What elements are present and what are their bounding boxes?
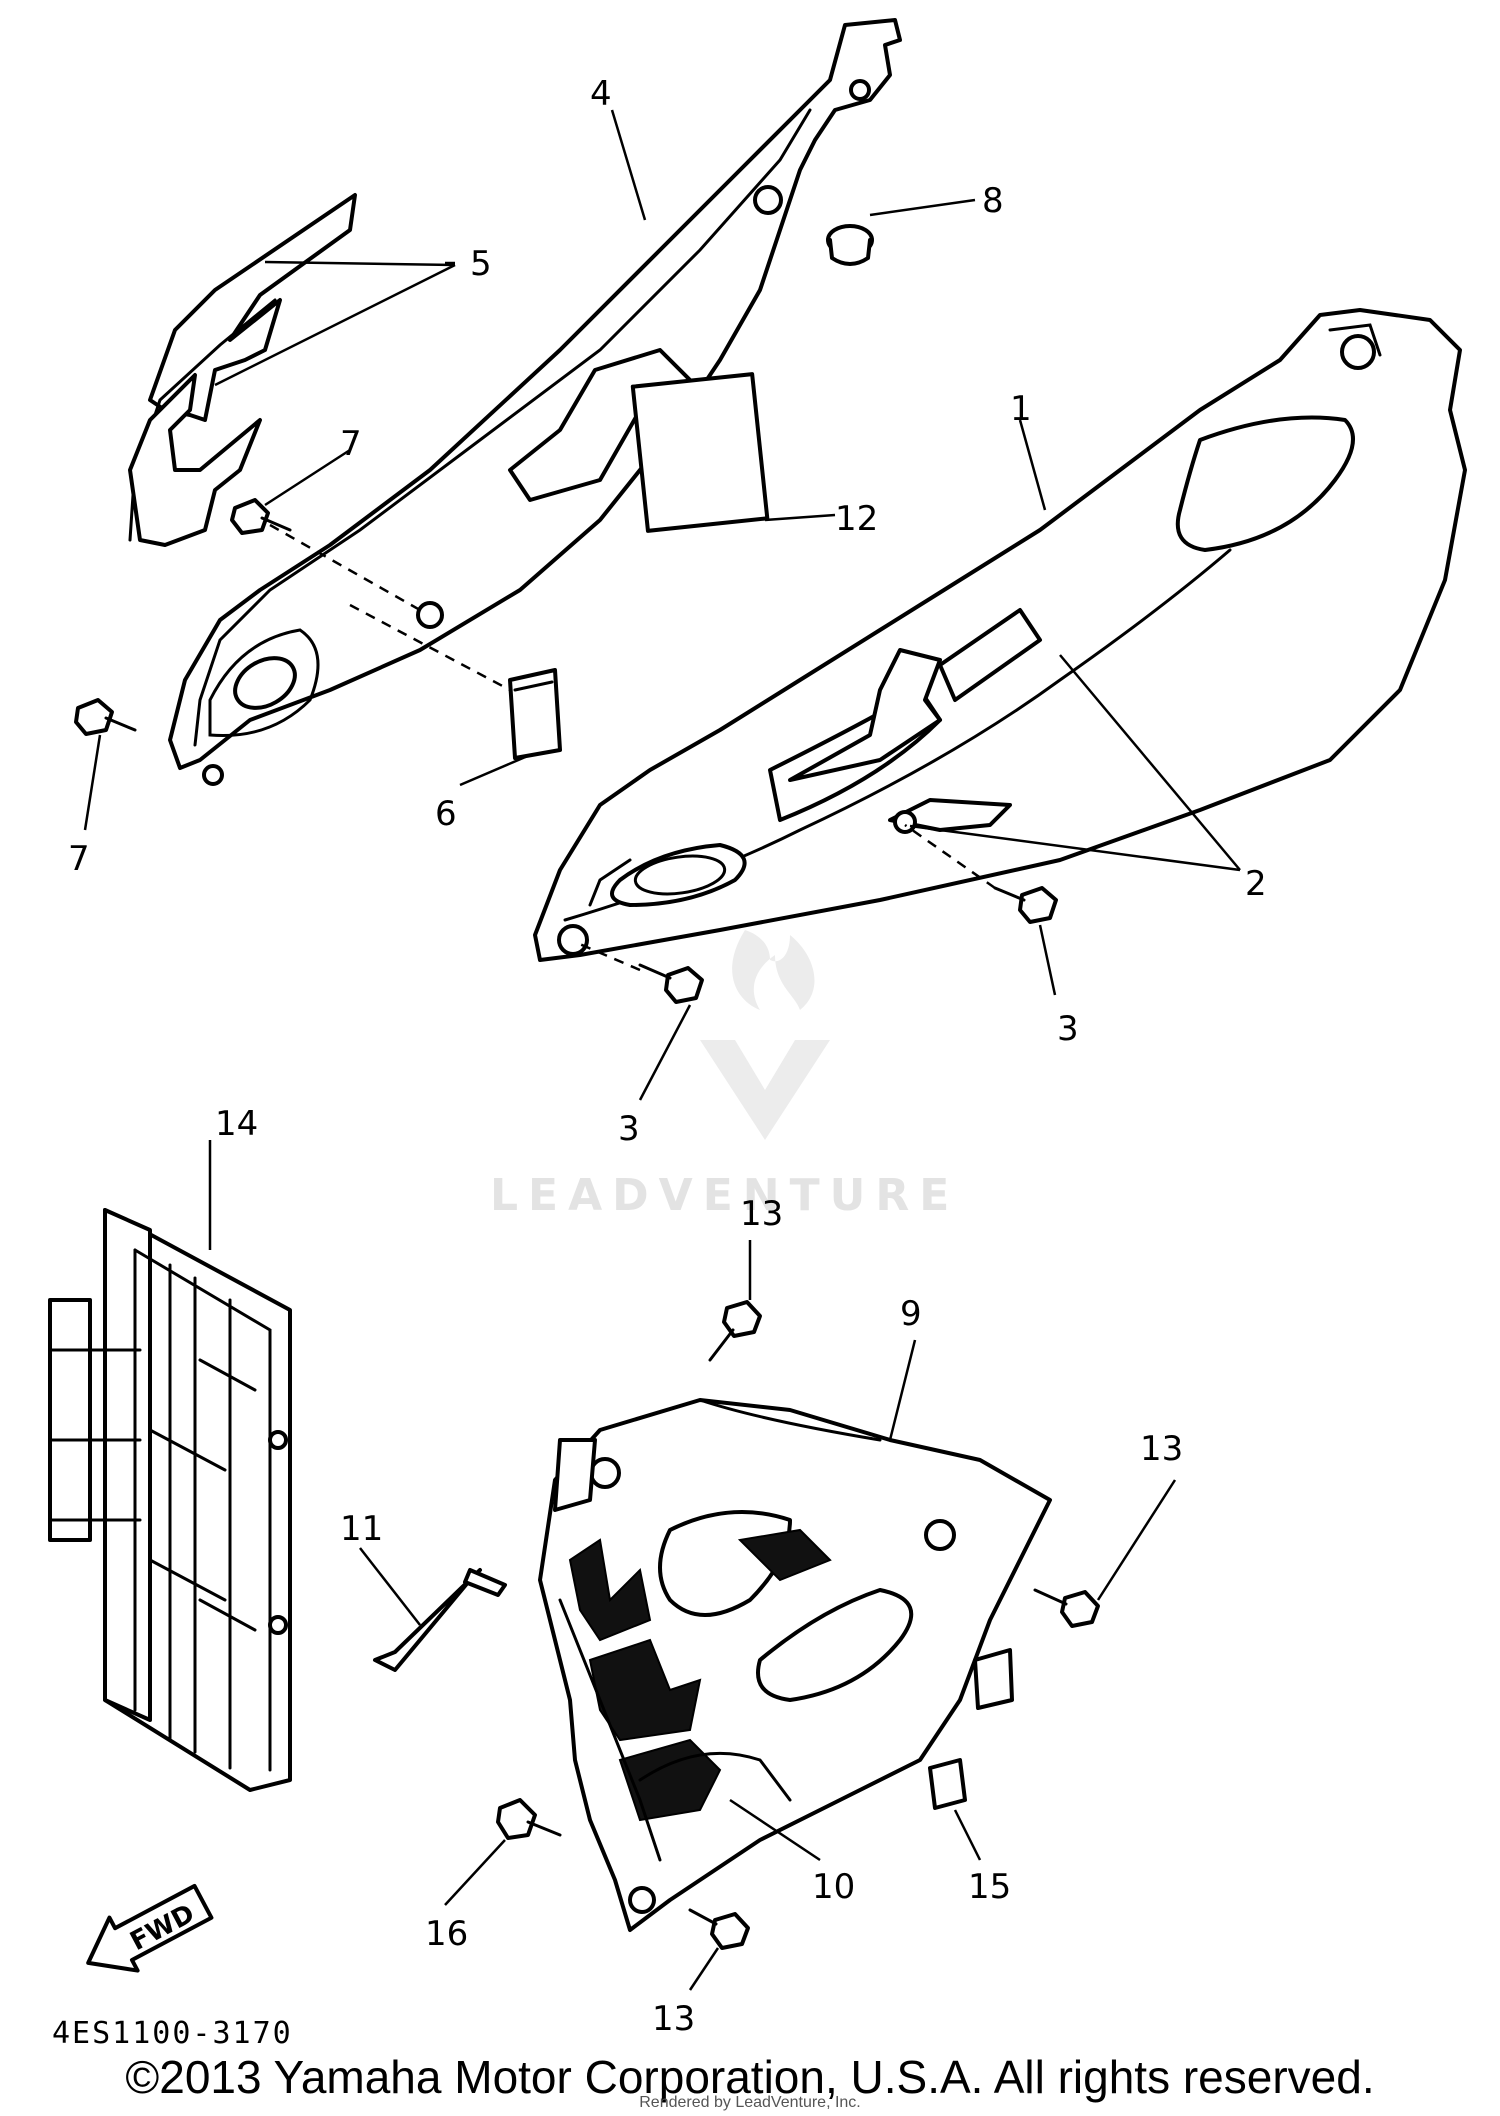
diagram-code: 4ES1100-3170 bbox=[52, 2016, 293, 2051]
part-10-emblem bbox=[638, 1751, 792, 1802]
part-8-grommet bbox=[826, 224, 874, 266]
part-6-damper bbox=[508, 668, 562, 760]
assembly-line bbox=[349, 603, 511, 692]
watermark-text: LEADVENTURE bbox=[490, 1170, 959, 1221]
bolt-3-left bbox=[638, 963, 704, 1004]
watermark: LEADVENTURE bbox=[490, 930, 959, 1221]
callout-11: 11 bbox=[340, 1509, 383, 1549]
callout-4: 4 bbox=[590, 74, 612, 114]
callout-7-upper: 7 bbox=[340, 424, 362, 464]
leader-lines bbox=[83, 109, 1241, 1991]
callout-1: 1 bbox=[1010, 389, 1032, 429]
callout-3-right: 3 bbox=[1057, 1009, 1079, 1049]
copyright-text: ©2013 Yamaha Motor Corporation, U.S.A. A… bbox=[125, 2051, 1375, 2103]
callout-10: 10 bbox=[812, 1867, 855, 1907]
callout-7-lower: 7 bbox=[68, 839, 90, 879]
part-1-right-side-cover bbox=[533, 308, 1467, 962]
part-9-radiator-shroud bbox=[538, 1398, 1052, 1932]
callout-8: 8 bbox=[982, 181, 1004, 221]
bolt-7-upper bbox=[230, 498, 292, 535]
callouts: 4 5 7 7 6 12 8 1 2 3 3 14 13 9 13 11 10 … bbox=[68, 74, 1267, 2039]
part-4-left-side-cover bbox=[168, 18, 902, 786]
callout-13-bottom: 13 bbox=[652, 1999, 695, 2039]
part-14-radiator-guard bbox=[48, 1208, 292, 1792]
callout-2: 2 bbox=[1245, 864, 1267, 904]
part-5-decal bbox=[128, 193, 357, 547]
part-12-pad bbox=[630, 372, 770, 533]
assembly-line bbox=[574, 940, 641, 972]
callout-13-top: 13 bbox=[740, 1194, 783, 1234]
bolt-13-bottom bbox=[688, 1908, 750, 1950]
callout-6: 6 bbox=[435, 794, 457, 834]
callout-12: 12 bbox=[835, 499, 878, 539]
bolt-13-top bbox=[708, 1300, 762, 1362]
render-credit: Rendered by LeadVenture, Inc. bbox=[639, 2094, 861, 2111]
bolt-3-right bbox=[993, 886, 1058, 924]
callout-9: 9 bbox=[900, 1294, 922, 1334]
callout-5: 5 bbox=[470, 244, 492, 284]
callout-16: 16 bbox=[425, 1914, 468, 1954]
callout-13-right: 13 bbox=[1140, 1429, 1183, 1469]
part-15-clip-nut bbox=[928, 1758, 967, 1810]
fwd-arrow-icon: FWD bbox=[86, 1883, 214, 1973]
assembly-line bbox=[904, 823, 996, 890]
callout-14: 14 bbox=[215, 1104, 258, 1144]
callout-15: 15 bbox=[968, 1867, 1011, 1907]
part-16-grommet bbox=[496, 1798, 562, 1840]
callout-3-left: 3 bbox=[618, 1109, 640, 1149]
bolt-7-lower bbox=[74, 698, 137, 736]
bolt-13-right bbox=[1033, 1588, 1100, 1628]
part-11-rod bbox=[373, 1568, 507, 1672]
